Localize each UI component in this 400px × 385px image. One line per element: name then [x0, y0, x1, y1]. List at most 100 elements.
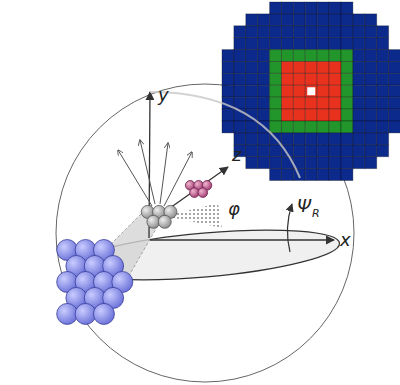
detector-cell — [341, 50, 353, 62]
detector-cell — [305, 121, 317, 133]
detector-cell — [317, 109, 329, 121]
detector-cell — [317, 38, 329, 50]
detector-cell — [293, 121, 305, 133]
detector-cell — [293, 14, 305, 26]
detector-cell — [246, 85, 258, 97]
detector-cell — [329, 14, 341, 26]
detector-cell — [270, 169, 282, 181]
detector-cell — [258, 73, 270, 85]
detector-cell — [246, 133, 258, 145]
detector-cell — [305, 85, 317, 97]
detector-cell — [282, 38, 294, 50]
detector-cell — [258, 109, 270, 121]
detector-cell — [270, 73, 282, 85]
detector-cell — [329, 26, 341, 38]
detector-cell — [258, 62, 270, 74]
detector-cell — [258, 14, 270, 26]
detector-cell — [389, 121, 400, 133]
target-nucleon — [198, 188, 208, 198]
detector-cell — [365, 62, 377, 74]
detector-cell — [258, 157, 270, 169]
detector-cell — [282, 85, 294, 97]
detector-cell — [317, 133, 329, 145]
detector-cell — [365, 73, 377, 85]
detector-cell — [317, 62, 329, 74]
detector-cell — [282, 2, 294, 14]
detector-cell — [341, 14, 353, 26]
detector-cell — [329, 121, 341, 133]
detector-cell — [377, 73, 389, 85]
detector-cell — [234, 121, 246, 133]
detector-cell — [317, 26, 329, 38]
detector-cell — [293, 26, 305, 38]
detector-cell — [258, 50, 270, 62]
detector-cell — [282, 133, 294, 145]
detector-cell — [305, 38, 317, 50]
detector-cell — [329, 62, 341, 74]
detector-cell — [305, 157, 317, 169]
detector-cell — [222, 85, 234, 97]
detector-cell — [353, 109, 365, 121]
projectile-nucleon — [93, 303, 114, 324]
detector-cell — [341, 38, 353, 50]
detector-cell — [258, 97, 270, 109]
detector-cell — [305, 97, 317, 109]
detector-cell — [341, 157, 353, 169]
detector-cell — [353, 157, 365, 169]
angle-label: Ψ — [297, 197, 311, 215]
detector-cell — [317, 2, 329, 14]
detector-cell — [246, 73, 258, 85]
detector-cell — [365, 157, 377, 169]
detector-cell — [270, 85, 282, 97]
axis-label: y — [158, 86, 169, 104]
angle-subscript: R — [312, 208, 320, 219]
nuclei — [57, 181, 212, 325]
emission-arrow — [118, 150, 152, 206]
projectile-nucleon — [75, 303, 96, 324]
psi-arc — [287, 204, 292, 252]
detector-cell — [317, 145, 329, 157]
detector-cell — [329, 145, 341, 157]
detector-cell — [234, 73, 246, 85]
detector-cell — [341, 85, 353, 97]
detector-cell — [341, 109, 353, 121]
detector-cell — [377, 85, 389, 97]
detector-cell — [246, 121, 258, 133]
detector-cell — [365, 14, 377, 26]
detector-cell — [282, 26, 294, 38]
projectile-nucleon — [57, 303, 78, 324]
detector-cell — [377, 62, 389, 74]
detector-cell — [246, 50, 258, 62]
detector-inset — [222, 2, 400, 181]
angle-label: φ — [228, 200, 240, 218]
detector-cell — [270, 26, 282, 38]
detector-cell — [377, 26, 389, 38]
detector-cell — [305, 73, 317, 85]
axis-label: x — [340, 231, 351, 249]
detector-cell — [329, 73, 341, 85]
detector-cell — [222, 50, 234, 62]
detector-cell — [234, 50, 246, 62]
detector-cell — [341, 169, 353, 181]
meridian-arc — [150, 92, 300, 178]
detector-cell — [282, 62, 294, 74]
detector-cell — [246, 62, 258, 74]
detector-cell — [246, 145, 258, 157]
detector-cell — [377, 145, 389, 157]
detector-cell — [246, 14, 258, 26]
detector-cell — [341, 145, 353, 157]
detector-cell — [317, 50, 329, 62]
detector-cell — [293, 97, 305, 109]
detector-cell — [293, 145, 305, 157]
detector-cell — [329, 157, 341, 169]
detector-cell — [258, 38, 270, 50]
detector-cell — [365, 26, 377, 38]
detector-cell — [293, 2, 305, 14]
detector-cell — [353, 121, 365, 133]
detector-cell — [293, 62, 305, 74]
detector-cell — [234, 133, 246, 145]
detector-cell — [293, 38, 305, 50]
detector-cell — [365, 109, 377, 121]
